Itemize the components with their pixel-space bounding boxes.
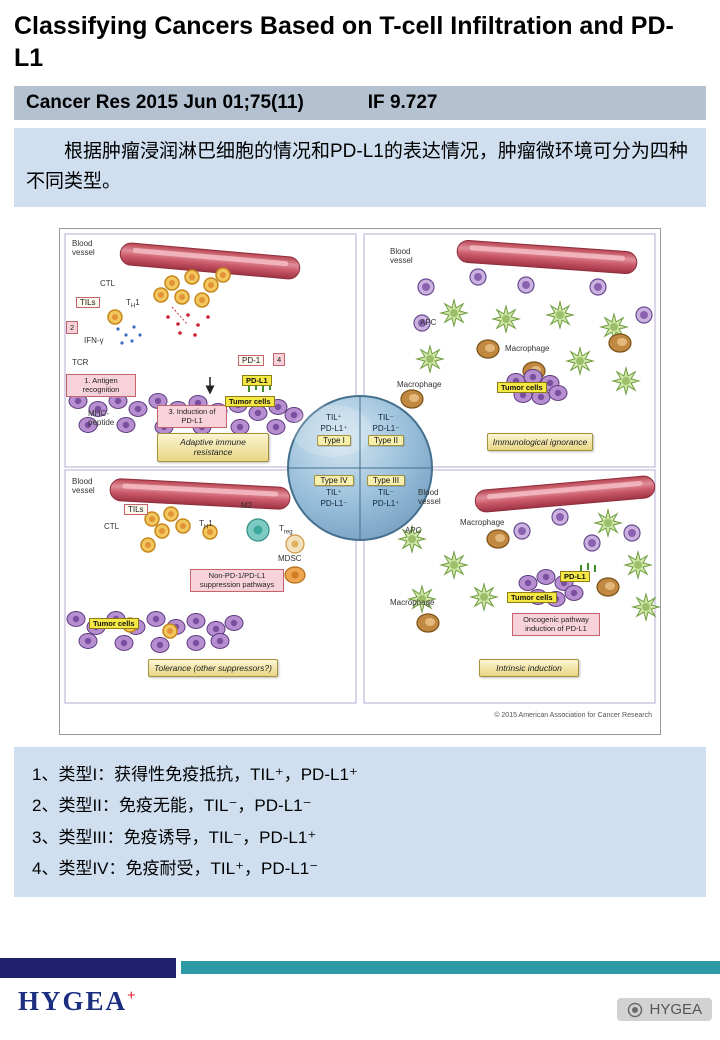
hygea-logo: HYGEA+	[18, 986, 136, 1017]
type4-badge: Type IV	[314, 474, 354, 486]
quadrant-frames	[64, 233, 656, 704]
center-type-1: TIL⁺ PD-L1⁺ Type I	[311, 413, 357, 447]
page-title: Classifying Cancers Based on T-cell Infi…	[14, 12, 674, 72]
tl-tumor-cells-label: Tumor cells	[225, 395, 275, 407]
bl-m2-label: M2	[241, 500, 253, 510]
bl-suppression-box: Non-PD-1/PD-L1 suppression pathways	[190, 568, 284, 592]
bl-mdsc-label: MDSC	[278, 553, 302, 563]
bl-banner: Tolerance (other suppressors?)	[148, 658, 278, 678]
tl-th1-label: TH1	[126, 297, 140, 310]
impact-factor: IF 9.727	[367, 92, 438, 113]
bl-th1-label: TH1	[199, 518, 213, 531]
center-sphere	[287, 394, 433, 541]
br-blood-vessel-label: Blood vessel	[418, 487, 441, 507]
type-list-item: 2、类型II：免疫无能，TIL⁻，PD-L1⁻	[32, 796, 312, 816]
tr-tumor-cells-label: Tumor cells	[497, 381, 547, 393]
tl-ctl-label: CTL	[100, 278, 116, 288]
tr-apc-label: APC	[420, 317, 437, 327]
type1-til: TIL⁺	[326, 412, 342, 422]
tl-banner: Adaptive immune resistance	[157, 432, 269, 463]
type1-badge: Type I	[317, 435, 351, 447]
tl-pd1-label: PD-1	[238, 354, 265, 367]
camera-lens-icon	[628, 1002, 643, 1017]
bl-tumor-cells-label: Tumor cells	[89, 617, 139, 629]
type-list-item: 3、类型III：免疫诱导，TIL⁻，PD-L1⁺	[32, 827, 317, 847]
type3-til: TIL⁻	[378, 487, 394, 497]
tl-ifn-gamma-label: IFN-γ	[84, 335, 104, 345]
type2-pdl1: PD-L1⁻	[372, 423, 400, 433]
bl-ctl-label: CTL	[104, 521, 120, 531]
figure-copyright: © 2015 American Association for Cancer R…	[494, 711, 652, 719]
citation-bar: Cancer Res 2015 Jun 01;75(11) IF 9.727	[14, 86, 706, 120]
watermark-badge: HYGEA	[617, 998, 712, 1021]
br-oncogenic-box: Oncogenic pathway induction of PD-L1	[512, 612, 600, 636]
br-pdl1-label: PD-L1	[560, 570, 590, 582]
figure-panel: Blood vessel CTL TILs TH1 2 IFN-γ TCR 1.…	[59, 227, 661, 735]
tl-tcr-label: TCR	[72, 357, 89, 367]
figure-illustration	[64, 233, 660, 704]
tr-blood-vessel-label: Blood vessel	[390, 246, 413, 266]
bl-treg-label: Treg	[279, 523, 293, 536]
tr-macrophage-label-1: Macrophage	[505, 343, 550, 353]
bl-tils-label: TILs	[124, 503, 148, 516]
type4-til: TIL⁺	[326, 487, 342, 497]
br-banner: Intrinsic induction	[479, 658, 579, 678]
footer-teal-bar	[181, 961, 720, 974]
tr-banner: Immunological ignorance	[487, 432, 593, 452]
tl-pdl1-label: PD-L1	[242, 374, 272, 386]
tl-tumor-mass	[68, 381, 304, 435]
center-type-2: TIL⁻ PD-L1⁻ Type II	[363, 413, 409, 447]
br-apc-label: APC	[405, 525, 422, 535]
type-list-item: 1、类型I：获得性免疫抵抗，TIL⁺，PD-L1⁺	[32, 764, 358, 784]
type2-badge: Type II	[367, 435, 404, 447]
type-list-box: 1、类型I：获得性免疫抵抗，TIL⁺，PD-L1⁺ 2、类型II：免疫无能，TI…	[14, 746, 706, 897]
watermark-text: HYGEA	[649, 1001, 702, 1018]
bl-blood-vessel-label: Blood vessel	[72, 476, 95, 496]
footer-navy-bar	[0, 958, 176, 978]
summary-text: 根据肿瘤浸润淋巴细胞的情况和PD-L1的表达情况，肿瘤微环境可分为四种不同类型。	[26, 141, 688, 193]
hygea-logo-text: HYGEA	[18, 986, 128, 1016]
summary-box: 根据肿瘤浸润淋巴细胞的情况和PD-L1的表达情况，肿瘤微环境可分为四种不同类型。	[14, 128, 706, 207]
tl-step4-badge: 4	[273, 352, 286, 367]
type2-til: TIL⁻	[378, 412, 394, 422]
br-tumor-cells-label: Tumor cells	[507, 591, 557, 603]
type-list-item: 4、类型IV：免疫耐受，TIL⁺，PD-L1⁻	[32, 859, 319, 879]
tr-macrophage-label-2: Macrophage	[397, 379, 442, 389]
center-type-3: Type III TIL⁻ PD-L1⁺	[363, 474, 409, 509]
tl-step1-box: 1. Antigen recognition	[66, 373, 136, 397]
br-macrophage-label-2: Macrophage	[390, 597, 435, 607]
tl-blood-vessel-label: Blood vessel	[72, 238, 95, 258]
tl-cytokine-dots	[116, 306, 215, 395]
center-type-4: Type IV TIL⁺ PD-L1⁻	[311, 474, 357, 509]
type1-pdl1: PD-L1⁺	[320, 423, 348, 433]
type4-pdl1: PD-L1⁻	[320, 499, 348, 509]
tl-step3-box: 3. Induction of PD-L1	[157, 404, 227, 428]
type3-pdl1: PD-L1⁺	[372, 499, 400, 509]
tl-step2-badge: 2	[66, 320, 79, 335]
br-cells	[398, 508, 660, 633]
tl-tils-label: TILs	[76, 296, 100, 309]
tl-mhc-label: MHC-peptide	[88, 408, 115, 428]
citation-text: Cancer Res 2015 Jun 01;75(11)	[26, 92, 304, 113]
type3-badge: Type III	[366, 474, 406, 486]
br-macrophage-label-1: Macrophage	[460, 517, 505, 527]
logo-cross-icon: +	[127, 988, 136, 1004]
